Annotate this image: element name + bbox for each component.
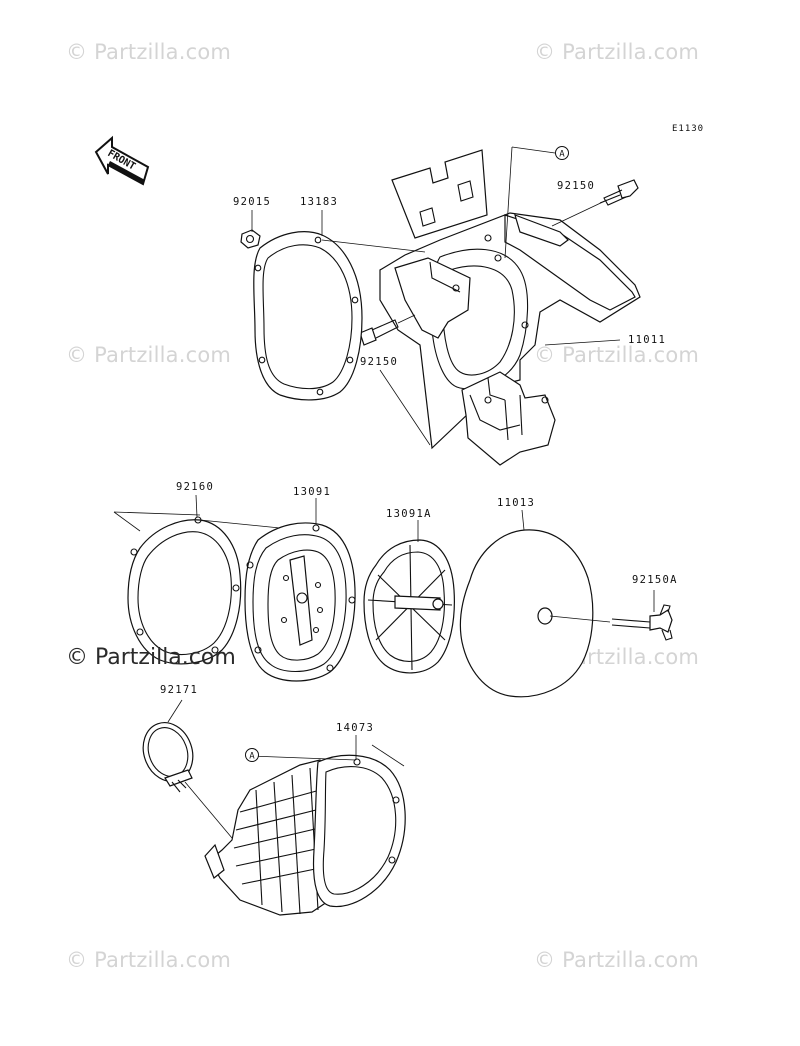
watermark-dark: © Partzilla.com	[66, 645, 236, 670]
gasket-92160	[113, 494, 281, 665]
part-label-13091[interactable]: 13091	[293, 486, 332, 498]
watermark-top-right: © Partzilla.com	[534, 40, 700, 64]
part-label-14073[interactable]: 14073	[336, 722, 375, 734]
wing-bolt-92150a	[549, 590, 673, 641]
watermark-mid-left: © Partzilla.com	[66, 343, 232, 367]
watermark-mid-right: © Partzilla.com	[534, 343, 700, 367]
watermark-top-left: © Partzilla.com	[66, 40, 232, 64]
filter-holder-13091	[244, 498, 356, 682]
part-label-92015[interactable]: 92015	[233, 196, 272, 208]
part-label-92150-mid[interactable]: 92150	[360, 356, 399, 368]
part-label-13091a[interactable]: 13091A	[386, 508, 432, 520]
part-label-11011[interactable]: 11011	[628, 334, 667, 346]
gasket-13183	[251, 210, 426, 401]
part-label-92150a[interactable]: 92150A	[632, 574, 678, 586]
diagram-ref-code: E1130	[672, 124, 705, 134]
clamp-92171	[142, 699, 233, 839]
part-label-11013[interactable]: 11013	[497, 497, 536, 509]
part-label-13183[interactable]: 13183	[300, 196, 339, 208]
filter-element-11013	[459, 509, 594, 698]
nut-92015	[240, 229, 261, 249]
callout-a-bottom: A	[249, 752, 255, 762]
bolt-92150-top	[551, 179, 639, 227]
part-label-92150-top[interactable]: 92150	[557, 180, 596, 192]
intake-duct-14073	[204, 735, 406, 916]
callout-a-top: A	[559, 150, 565, 160]
bolt-92150-mid	[359, 314, 416, 346]
watermark-bottom-right: © Partzilla.com	[534, 948, 700, 972]
watermark-bottom-left: © Partzilla.com	[66, 948, 232, 972]
part-label-92160[interactable]: 92160	[176, 481, 215, 493]
part-label-92171[interactable]: 92171	[160, 684, 199, 696]
filter-cage-13091a	[363, 520, 455, 674]
air-box-11011	[379, 149, 641, 466]
front-arrow-icon: FRONT	[94, 135, 150, 186]
